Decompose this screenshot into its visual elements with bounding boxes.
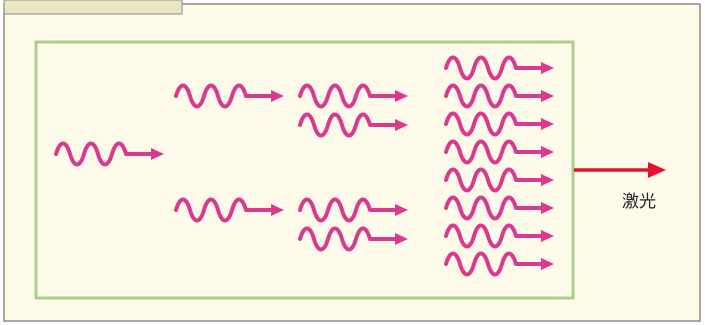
figure-panel [3, 3, 701, 322]
caption-tab [3, 0, 183, 15]
output-arrow-icon [574, 162, 666, 178]
optical-cavity [34, 40, 575, 300]
output-label: 激光 [622, 192, 656, 212]
